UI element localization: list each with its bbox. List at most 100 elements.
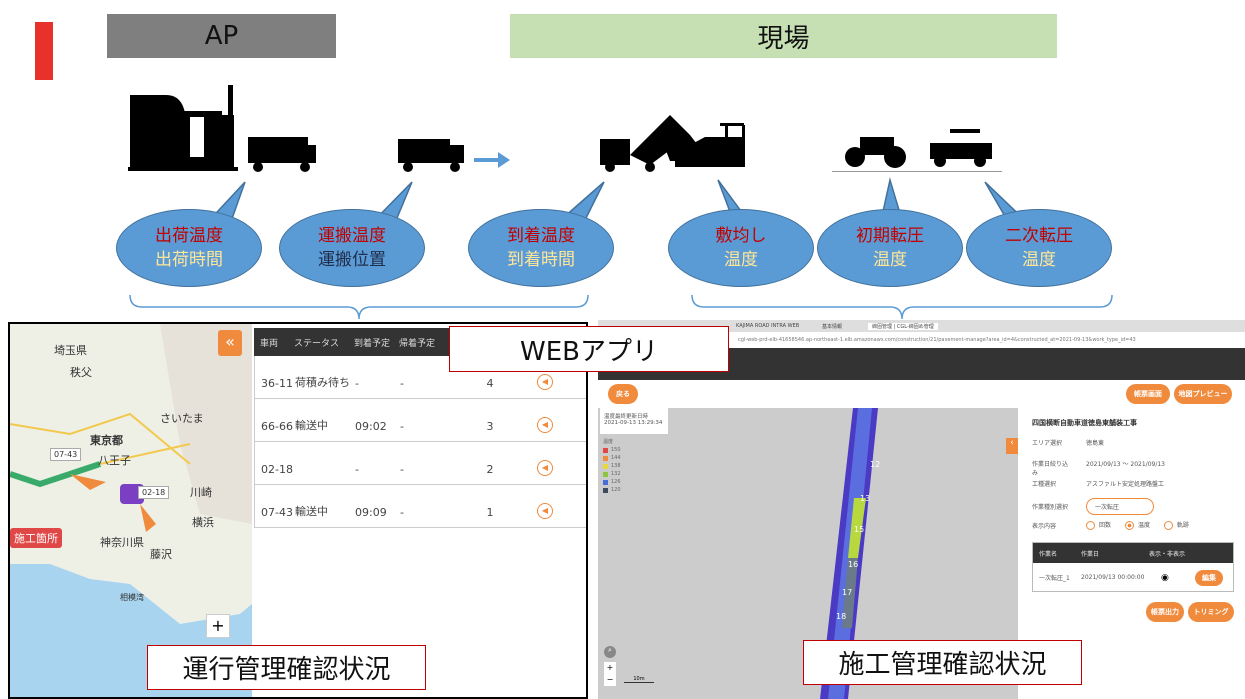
- map-preview-button[interactable]: 地図プレビュー: [1174, 384, 1232, 404]
- header-site: 現場: [510, 14, 1057, 58]
- station-label: 15: [854, 525, 865, 534]
- megaphone-icon[interactable]: ◀: [537, 374, 553, 390]
- work-category-select[interactable]: アスファルト安定処理路盤工: [1086, 481, 1165, 488]
- bubble-secondary-rolling: 二次転圧温度: [966, 209, 1112, 287]
- field-label: 表示内容: [1032, 522, 1057, 530]
- megaphone-icon[interactable]: ◀: [537, 503, 553, 519]
- legend-swatch: [603, 447, 608, 453]
- export-form-button[interactable]: 帳票出力: [1146, 602, 1184, 622]
- bubble-line: 二次転圧: [1005, 226, 1073, 246]
- map[interactable]: 埼玉県 秩父 さいたま 東京都 八王子 川崎 横浜 神奈川県 藤沢 相模湾 施工…: [10, 324, 252, 697]
- construction-screenshot: KAJIMA ROAD INTRA WEB 基本情報 締固管理 | CGL-締固…: [598, 320, 1245, 699]
- radio-trajectory[interactable]: 軌跡: [1164, 520, 1189, 530]
- legend-value: 138: [611, 463, 621, 469]
- order-cell: 2: [486, 463, 494, 476]
- zoom-search-icon[interactable]: ⌕: [604, 646, 616, 658]
- label-operation-status: 運行管理確認状況: [147, 645, 426, 690]
- arrival-cell: -: [355, 463, 359, 476]
- bubble-line: 到着時間: [507, 250, 575, 270]
- date-filter[interactable]: 2021/09/13 ～ 2021/09/13: [1086, 461, 1165, 468]
- map-label: 八王子: [98, 454, 131, 467]
- arrival-cell: 09:09: [355, 506, 387, 519]
- vehicle-marker[interactable]: 02-18: [138, 486, 170, 499]
- legend-item: 120: [603, 487, 621, 493]
- eye-icon[interactable]: ◉: [1161, 572, 1169, 583]
- bubble-line: 敷均し: [715, 226, 767, 246]
- panel-toggle-icon[interactable]: ‹: [1006, 438, 1018, 454]
- radio-temperature[interactable]: 温度: [1125, 520, 1150, 530]
- order-cell: 3: [486, 420, 494, 433]
- legend-swatch: [603, 455, 608, 461]
- vehicle-cell: 36-11: [261, 377, 293, 390]
- radio-count[interactable]: 回数: [1086, 520, 1111, 530]
- back-button[interactable]: 戻る: [608, 384, 638, 404]
- browser-tab[interactable]: KAJIMA ROAD INTRA WEB: [736, 323, 800, 329]
- asphalt-finisher-icon: [675, 123, 745, 167]
- trimming-button[interactable]: トリミング: [1188, 602, 1234, 622]
- work-date: 2021/09/13 00:00:00: [1081, 574, 1145, 581]
- legend-swatch: [603, 463, 608, 469]
- browser-tab-active[interactable]: 締固管理 | CGL-締固め管理: [868, 322, 938, 330]
- field-label: 作業種別選択: [1032, 504, 1069, 511]
- work-table-header: 作業名 作業日 表示・非表示: [1033, 543, 1233, 563]
- accent-bar: [35, 22, 53, 80]
- table-row[interactable]: 02-18--2◀: [254, 442, 586, 485]
- bubble-shipping: 出荷温度出荷時間: [116, 209, 262, 287]
- return-cell: -: [400, 506, 404, 519]
- zoom-controls[interactable]: +−: [604, 662, 616, 686]
- bubble-line: 温度: [1022, 250, 1056, 270]
- station-label: 17: [842, 588, 853, 597]
- megaphone-icon[interactable]: ◀: [537, 460, 553, 476]
- legend-item: 150: [603, 447, 621, 453]
- station-label: 16: [848, 560, 859, 569]
- address-bar[interactable]: cgl-web-prd-elb-41658546.ap-northeast-1.…: [598, 332, 1245, 348]
- bubble-initial-rolling: 初期転圧温度: [817, 209, 963, 287]
- header-ap: AP: [107, 14, 336, 58]
- browser-tab[interactable]: 基本情報: [822, 323, 843, 330]
- column-header: ステータス: [294, 338, 340, 349]
- label-web-app: WEBアプリ: [449, 326, 729, 372]
- status-cell: 輸送中: [295, 505, 328, 518]
- zoom-in-button[interactable]: +: [206, 614, 230, 638]
- vehicle-marker[interactable]: 07-43: [50, 448, 82, 461]
- area-select[interactable]: 徳島東: [1086, 440, 1105, 447]
- process-illustration: [128, 85, 1002, 172]
- pavement-heatmap: [820, 408, 878, 699]
- map-label: 藤沢: [150, 548, 172, 561]
- legend-item: 138: [603, 463, 621, 469]
- brace-left: [129, 294, 589, 320]
- return-cell: -: [400, 420, 404, 433]
- vehicle-cell: 02-18: [261, 463, 293, 476]
- megaphone-icon[interactable]: ◀: [537, 417, 553, 433]
- map-label: 川崎: [190, 486, 212, 499]
- form-view-button[interactable]: 帳票画面: [1126, 384, 1170, 404]
- column-header: 車両: [260, 338, 279, 349]
- legend-swatch: [603, 479, 608, 485]
- project-title: 四国横断自動車道徳島東舗装工事: [1032, 419, 1137, 427]
- bubble-transport: 運搬温度運搬位置: [279, 209, 425, 287]
- tire-roller-icon: [930, 129, 992, 167]
- edit-button[interactable]: 編集: [1195, 569, 1223, 586]
- construction-site-marker[interactable]: 施工箇所: [10, 528, 62, 548]
- return-cell: -: [400, 377, 404, 390]
- work-type-select[interactable]: 一次転圧: [1086, 498, 1154, 515]
- status-cell: 荷積み待ち: [295, 376, 350, 389]
- table-row: 一次転圧_1 2021/09/13 00:00:00 ◉ 編集: [1033, 563, 1233, 592]
- legend-item: 144: [603, 455, 621, 461]
- collapse-button[interactable]: «: [218, 330, 242, 356]
- bubble-line: 運搬位置: [318, 250, 386, 270]
- column-header: 作業日: [1081, 550, 1100, 558]
- legend-item: 132: [603, 471, 621, 477]
- order-cell: 1: [486, 506, 494, 519]
- station-label: 12: [870, 460, 881, 469]
- legend-value: 126: [611, 479, 621, 485]
- map-label: 横浜: [192, 516, 214, 529]
- column-header: 到着予定: [354, 338, 391, 349]
- column-header: 帰着予定: [399, 338, 436, 349]
- legend-swatch: [603, 487, 608, 493]
- bubble-line: 出荷温度: [155, 226, 223, 246]
